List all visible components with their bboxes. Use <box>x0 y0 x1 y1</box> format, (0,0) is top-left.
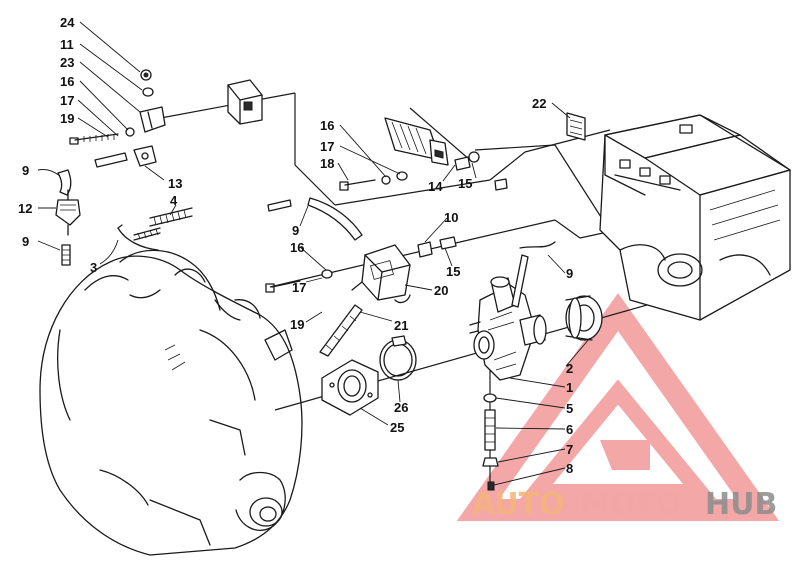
callout-1: 1 <box>566 380 573 395</box>
watermark-text: AUTO MOTO HUB <box>472 487 777 522</box>
callout-4: 4 <box>170 193 178 208</box>
watermark-moto: MOTO <box>580 487 681 522</box>
callout-9: 9 <box>292 223 299 238</box>
air-box <box>599 114 791 321</box>
callout-21: 21 <box>394 318 408 333</box>
callout-8: 8 <box>566 461 573 476</box>
callout-9: 9 <box>22 163 29 178</box>
watermark-logo-icon <box>456 292 780 521</box>
drain-parts <box>482 393 499 491</box>
control-module <box>227 79 263 125</box>
callout-3: 3 <box>90 260 97 275</box>
hose-clamp <box>379 335 417 381</box>
pump-bolt <box>265 269 333 293</box>
callout-13: 13 <box>168 176 182 191</box>
callout-15: 15 <box>446 264 460 279</box>
callout-23: 23 <box>60 55 74 70</box>
callout-17: 17 <box>320 139 334 154</box>
leader-lines <box>37 21 591 486</box>
intake-boot <box>565 295 603 341</box>
callout-17: 17 <box>60 93 74 108</box>
callout-19: 19 <box>60 111 74 126</box>
callout-18: 18 <box>320 156 334 171</box>
callout-6: 6 <box>566 422 573 437</box>
fuel-filter <box>55 189 81 236</box>
callout-11: 11 <box>60 37 74 52</box>
callout-2: 2 <box>566 361 573 376</box>
fuel-hose-left <box>57 169 72 196</box>
intake-flange <box>321 359 379 416</box>
callout-26: 26 <box>394 400 408 415</box>
callout-16: 16 <box>60 74 74 89</box>
callout-10: 10 <box>444 210 458 225</box>
callout-25: 25 <box>390 420 404 435</box>
callout-20: 20 <box>434 283 448 298</box>
fuel-pump <box>351 244 411 304</box>
carburetor <box>469 241 556 381</box>
callout-9: 9 <box>566 266 573 281</box>
callout-15: 15 <box>458 176 472 191</box>
callout-16: 16 <box>320 118 334 133</box>
callout-17: 17 <box>292 280 306 295</box>
callout-labels: 24 11 23 16 17 19 9 13 12 4 9 3 16 17 18… <box>18 15 573 476</box>
callout-14: 14 <box>428 179 443 194</box>
throttle-cable-assembly <box>339 117 508 191</box>
callout-24: 24 <box>60 15 75 30</box>
decal-part <box>566 112 586 141</box>
fuel-hose-pump <box>267 197 363 357</box>
callout-9: 9 <box>22 234 29 249</box>
callout-22: 22 <box>532 96 546 111</box>
fitting-10 <box>417 236 457 258</box>
callout-12: 12 <box>18 201 32 216</box>
callout-16: 16 <box>290 240 304 255</box>
callout-5: 5 <box>566 401 573 416</box>
watermark-auto: AUTO <box>472 487 565 522</box>
spring-set <box>117 207 193 251</box>
hose-short <box>61 244 71 266</box>
callout-7: 7 <box>566 442 573 457</box>
engine-block <box>39 249 303 556</box>
bracket-hardware <box>69 69 166 168</box>
callout-19: 19 <box>290 317 304 332</box>
watermark-hub: HUB <box>705 487 777 522</box>
